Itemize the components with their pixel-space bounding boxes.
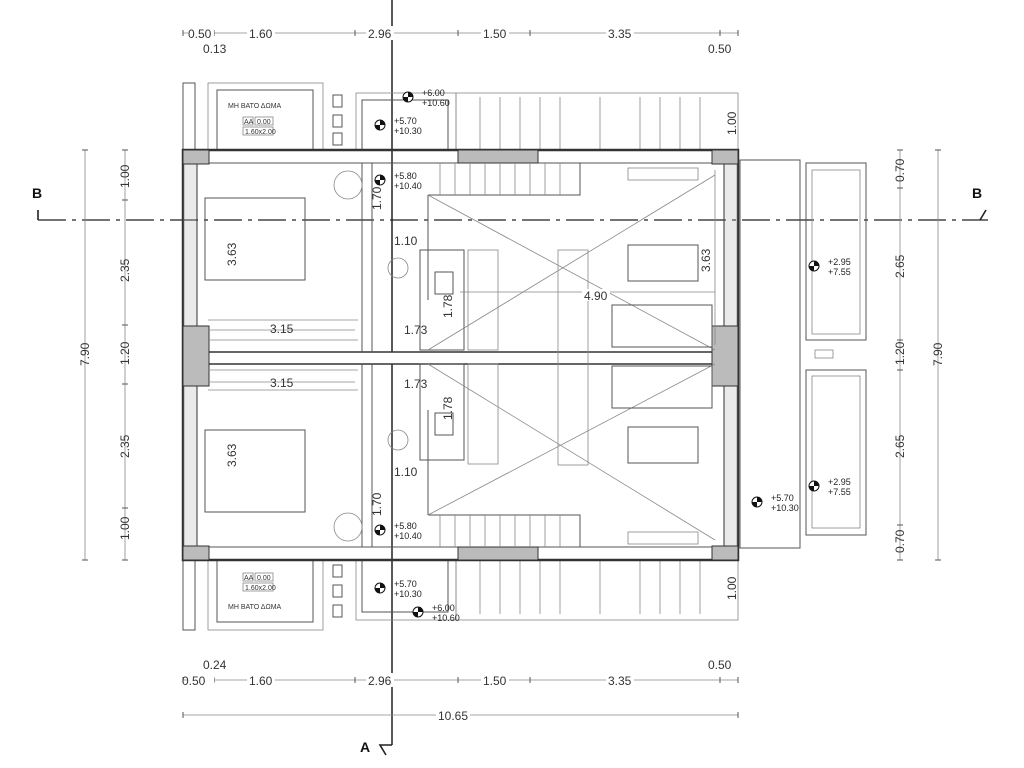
- lower-bed-depth: 3.63: [225, 443, 239, 467]
- dim-top-1: 0.50: [188, 27, 212, 41]
- upper-bed-width: 3.15: [270, 322, 294, 336]
- dim-left-d: 2.35: [118, 434, 132, 458]
- svg-text:+5.80: +5.80: [394, 521, 417, 531]
- svg-text:+7.55: +7.55: [828, 267, 851, 277]
- top-dimension-chain: 0.50 1.60 2.96 1.50 3.35 0.13 0.50: [182, 26, 739, 56]
- svg-text:+5.80: +5.80: [394, 171, 417, 181]
- dim-left-b: 2.35: [118, 258, 132, 282]
- roof-code-bottom: AA: [244, 575, 254, 582]
- roof-size-top: 1.60x2.00: [245, 129, 276, 136]
- upper-hall-depth: 1.70: [370, 186, 384, 210]
- svg-text:+7.55: +7.55: [828, 487, 851, 497]
- section-label-a: A: [360, 739, 370, 755]
- elevation-marker: +5.80+10.40: [374, 171, 422, 191]
- dim-right-b: 2.65: [893, 254, 907, 278]
- living-width: 4.90: [584, 289, 608, 303]
- svg-text:+10.40: +10.40: [394, 181, 422, 191]
- dim-bottom-3: 2.96: [368, 674, 392, 688]
- lower-hall-depth: 1.70: [370, 492, 384, 516]
- dim-right-e: 0.70: [893, 529, 907, 553]
- dim-left-c: 1.20: [118, 341, 132, 365]
- dim-bottom-1: 0.50: [182, 674, 206, 688]
- dim-left-total: 7.90: [78, 342, 92, 366]
- upper-bath-depth: 1.78: [441, 294, 455, 318]
- lower-bath-depth: 1.78: [441, 396, 455, 420]
- elevation-marker: +5.70+10.30: [374, 116, 422, 136]
- lower-hall-width: 1.10: [394, 465, 418, 479]
- svg-text:+5.70: +5.70: [771, 493, 794, 503]
- upper-bed-depth: 3.63: [225, 242, 239, 266]
- elevation-marker: +6.00+10.60: [402, 88, 450, 108]
- dim-roof-top: 1.00: [725, 111, 739, 135]
- roof-top: ΜΗ ΒΑΤΟ ΔΩΜΑ AA 0.00 1.60x2.00 1.00: [182, 82, 739, 151]
- svg-text:+10.30: +10.30: [771, 503, 799, 513]
- dim-bottom-5: 3.35: [608, 674, 632, 688]
- dim-right-total: 7.90: [931, 342, 945, 366]
- living-depth: 3.63: [699, 248, 713, 272]
- elevation-marker: +5.70+10.30: [374, 579, 422, 599]
- roof-title-top: ΜΗ ΒΑΤΟ ΔΩΜΑ: [228, 103, 282, 110]
- dim-right-a: 0.70: [893, 158, 907, 182]
- svg-text:+5.70: +5.70: [394, 116, 417, 126]
- svg-text:+2.95: +2.95: [828, 477, 851, 487]
- dim-roof-bottom: 1.00: [725, 576, 739, 600]
- elevation-marker: +5.70+10.30: [751, 493, 799, 513]
- dim-top-sub-right: 0.50: [708, 42, 732, 56]
- svg-text:+10.40: +10.40: [394, 531, 422, 541]
- dim-top-3: 2.96: [368, 27, 392, 41]
- upper-hall-width: 1.10: [394, 234, 418, 248]
- roof-title-bottom: ΜΗ ΒΑΤΟ ΔΩΜΑ: [228, 604, 282, 611]
- building-outline: [181, 148, 740, 562]
- svg-text:+6.00: +6.00: [432, 603, 455, 613]
- elevation-markers: +6.00+10.60 +5.70+10.30 +5.80+10.40 +5.8…: [374, 88, 851, 623]
- bottom-dimension-chain: 0.50 1.60 2.96 1.50 3.35 0.24 0.50 10.65: [182, 658, 739, 723]
- svg-text:+10.30: +10.30: [394, 589, 422, 599]
- dim-top-2: 1.60: [249, 27, 273, 41]
- svg-text:+2.95: +2.95: [828, 257, 851, 267]
- svg-text:+10.60: +10.60: [422, 98, 450, 108]
- dim-bottom-sub-right: 0.50: [708, 658, 732, 672]
- left-dimension-chain: 1.00 2.35 1.20 2.35 1.00 7.90: [78, 149, 132, 561]
- right-dimension-chain: 0.70 2.65 1.20 2.65 0.70 7.90: [893, 149, 945, 561]
- svg-text:+10.60: +10.60: [432, 613, 460, 623]
- elevation-marker: +2.95+7.55: [808, 257, 851, 277]
- section-label-b-left: B: [32, 185, 42, 201]
- roof-size-bottom: 1.60x2.00: [245, 585, 276, 592]
- elevation-marker: +5.80+10.40: [374, 521, 422, 541]
- roof-value-bottom: 0.00: [257, 575, 271, 582]
- roof-code-top: AA: [244, 119, 254, 126]
- upper-bath-width: 1.73: [404, 323, 428, 337]
- dim-right-d: 2.65: [893, 434, 907, 458]
- lower-bath-width: 1.73: [404, 377, 428, 391]
- roof-bottom: AA 0.00 1.60x2.00 ΜΗ ΒΑΤΟ ΔΩΜΑ 1.00: [182, 559, 739, 631]
- svg-text:+5.70: +5.70: [394, 579, 417, 589]
- section-label-b-right: B: [972, 185, 982, 201]
- elevation-marker: +2.95+7.55: [808, 477, 851, 497]
- dim-left-e: 1.00: [118, 516, 132, 540]
- dim-right-c: 1.20: [893, 341, 907, 365]
- dim-bottom-4: 1.50: [483, 674, 507, 688]
- dim-top-4: 1.50: [483, 27, 507, 41]
- dim-bottom-2: 1.60: [249, 674, 273, 688]
- roof-value-top: 0.00: [257, 119, 271, 126]
- section-line-a: A: [360, 0, 393, 756]
- section-line-b: B B: [32, 185, 988, 221]
- dim-left-a: 1.00: [118, 164, 132, 188]
- dim-top-sub-left: 0.13: [203, 42, 227, 56]
- svg-text:+10.30: +10.30: [394, 126, 422, 136]
- terraces: [739, 159, 867, 549]
- room-dimensions: 3.63 3.15 1.73 1.78 1.10 1.70 4.90 3.63 …: [210, 170, 716, 516]
- dim-bottom-sub-left: 0.24: [203, 658, 227, 672]
- lower-bed-width: 3.15: [270, 376, 294, 390]
- dim-top-5: 3.35: [608, 27, 632, 41]
- svg-text:+6.00: +6.00: [422, 88, 445, 98]
- dim-bottom-total: 10.65: [438, 709, 468, 723]
- elevation-marker: +6.00+10.60: [412, 603, 460, 623]
